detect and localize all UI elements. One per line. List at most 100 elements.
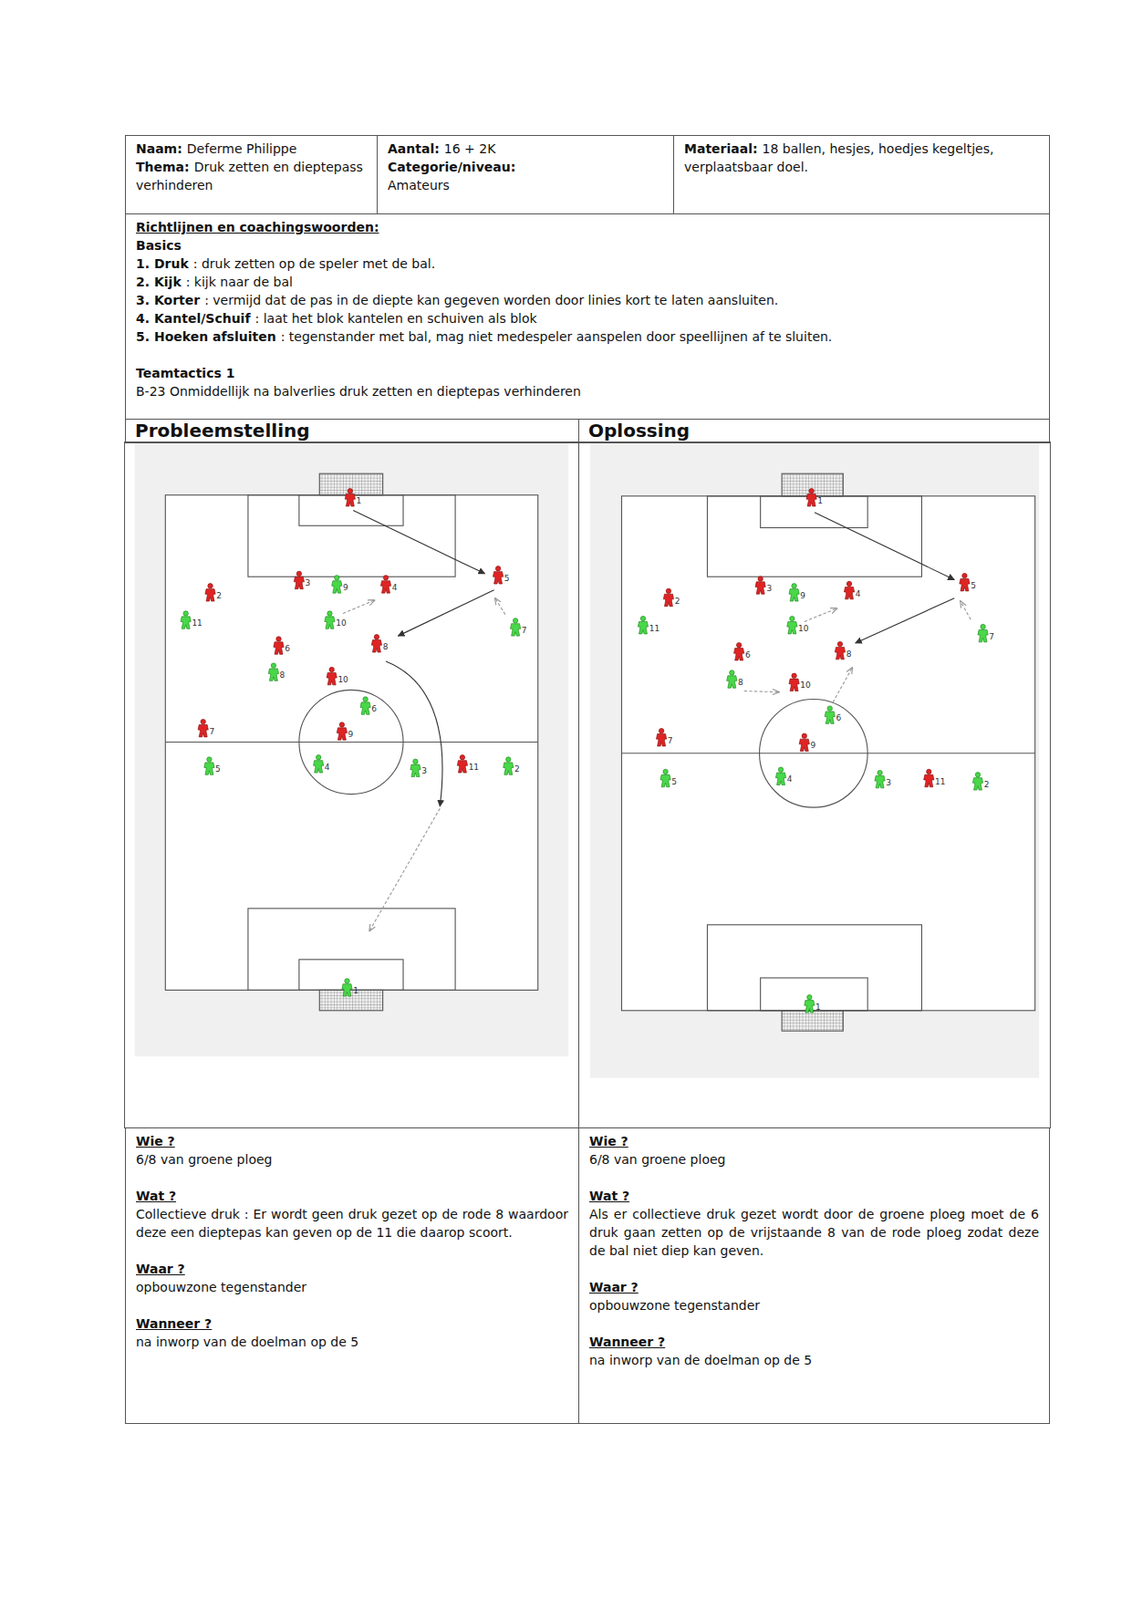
text-line: opbouwzone tegenstander [135, 1277, 569, 1297]
player-number: 7 [521, 625, 528, 635]
field-label: Richtlijnen en coachingswoorden: [135, 219, 379, 235]
player-body [663, 593, 674, 606]
text-line: Oplossing [588, 419, 1040, 442]
field-text: : kijk naar de bal [186, 274, 293, 290]
player-figure [874, 769, 885, 788]
player-body [806, 494, 817, 507]
player-figure [344, 488, 355, 507]
player-head [640, 615, 645, 621]
field-text: 16 + 2K [444, 141, 497, 156]
field-label: 3. Korter [135, 292, 200, 308]
player-figure [656, 728, 667, 747]
field-text: na inworp van de doelman op de 5 [589, 1352, 812, 1368]
player-body [197, 724, 208, 737]
text-line: 2. Kijk: kijk naar de bal [135, 272, 1039, 291]
player-head [344, 978, 350, 984]
pass-arrows-left [342, 509, 506, 931]
text-line: Probleemstelling [135, 419, 570, 442]
field-label: Wat ? [135, 1188, 177, 1204]
field-label: Wanneer ? [135, 1316, 212, 1331]
field-text: : vermijd dat de pas in de diepte kan ge… [204, 292, 779, 308]
player-head [334, 575, 340, 581]
player-figure [924, 768, 935, 787]
text-line: Materiaal:18 ballen, hesjes, hoedjes keg… [684, 139, 1039, 177]
player-head [270, 663, 276, 668]
player-body [204, 762, 215, 775]
field-label: Materiaal: [684, 141, 759, 156]
player-head [183, 611, 188, 616]
player-body [336, 727, 347, 740]
player-figure [824, 706, 835, 724]
field-text: Als er collectieve druk gezet wordt door… [589, 1206, 1039, 1258]
player-number: 6 [745, 650, 751, 660]
player-figure [380, 575, 391, 593]
player-figure [410, 758, 421, 777]
field-label: Wie ? [135, 1133, 176, 1149]
field-label: Basics [135, 238, 182, 253]
text-line: Waar ? [135, 1259, 569, 1278]
text-line: Amateurs [387, 176, 664, 195]
field-text: : druk zetten op de speler met de bal. [193, 256, 436, 271]
player-head [791, 673, 797, 678]
text-line: na inworp van de doelman op de 5 [135, 1332, 569, 1351]
table-cell: Aantal: 16 + 2K Categorie/niveau:Amateurs [376, 135, 675, 215]
player-head [413, 758, 418, 764]
player-head [315, 755, 321, 760]
player-figure [332, 575, 343, 593]
player-figure [510, 618, 521, 636]
player-body [787, 621, 798, 634]
player-body [924, 774, 935, 787]
text-line: na inworp van de doelman op de 5 [589, 1350, 1039, 1370]
player-figure [806, 488, 817, 507]
player-figure [959, 572, 970, 591]
player-body [344, 494, 355, 507]
player-head [339, 722, 344, 727]
field-text: na inworp van de doelman op de 5 [135, 1334, 359, 1350]
text-line: Waar ? [589, 1277, 1039, 1297]
player-body [205, 589, 216, 602]
player-body [324, 616, 335, 629]
player-figure [293, 571, 304, 589]
field-label: Categorie/niveau: [387, 159, 516, 175]
player-figure [787, 615, 798, 634]
player-body [804, 1000, 815, 1013]
player-body [380, 581, 391, 593]
player-head [200, 718, 206, 724]
player-number: 7 [988, 632, 995, 642]
player-head [789, 615, 795, 621]
player-head [207, 757, 212, 762]
player-figure [371, 634, 382, 653]
column-header: Probleemstelling [124, 418, 580, 444]
player-head [373, 634, 379, 640]
player-body [824, 711, 835, 724]
player-body [410, 764, 421, 777]
players [180, 488, 988, 1013]
player-head [846, 581, 852, 586]
player-body [637, 621, 648, 634]
player-figure [503, 757, 514, 775]
field-label: Aantal: [387, 141, 440, 156]
player-figure [834, 641, 845, 659]
player-body [789, 678, 800, 691]
text-line: Teamtactics 1 [135, 363, 1039, 383]
field-label: 4. Kantel/Schuif [135, 311, 251, 326]
player-body [755, 581, 766, 594]
player-head [658, 728, 664, 734]
player-head [980, 623, 986, 629]
text-line: 6/8 van groene ploeg [589, 1150, 1039, 1169]
player-head [758, 576, 763, 582]
player-number: 10 [798, 623, 809, 634]
field-text: 6/8 van groene ploeg [589, 1152, 726, 1167]
field-text: 6/8 van groene ploeg [135, 1152, 272, 1167]
player-figure [663, 588, 674, 606]
text-line: Aantal: 16 + 2K [387, 139, 664, 158]
player-body [834, 646, 845, 659]
player-head [512, 618, 518, 624]
player-figure [324, 611, 335, 629]
player-figure [726, 670, 738, 688]
player-body [799, 738, 810, 751]
player-figure [775, 767, 786, 785]
player-head [327, 611, 333, 616]
player-head [207, 583, 213, 589]
player-number: 1 [353, 986, 359, 996]
